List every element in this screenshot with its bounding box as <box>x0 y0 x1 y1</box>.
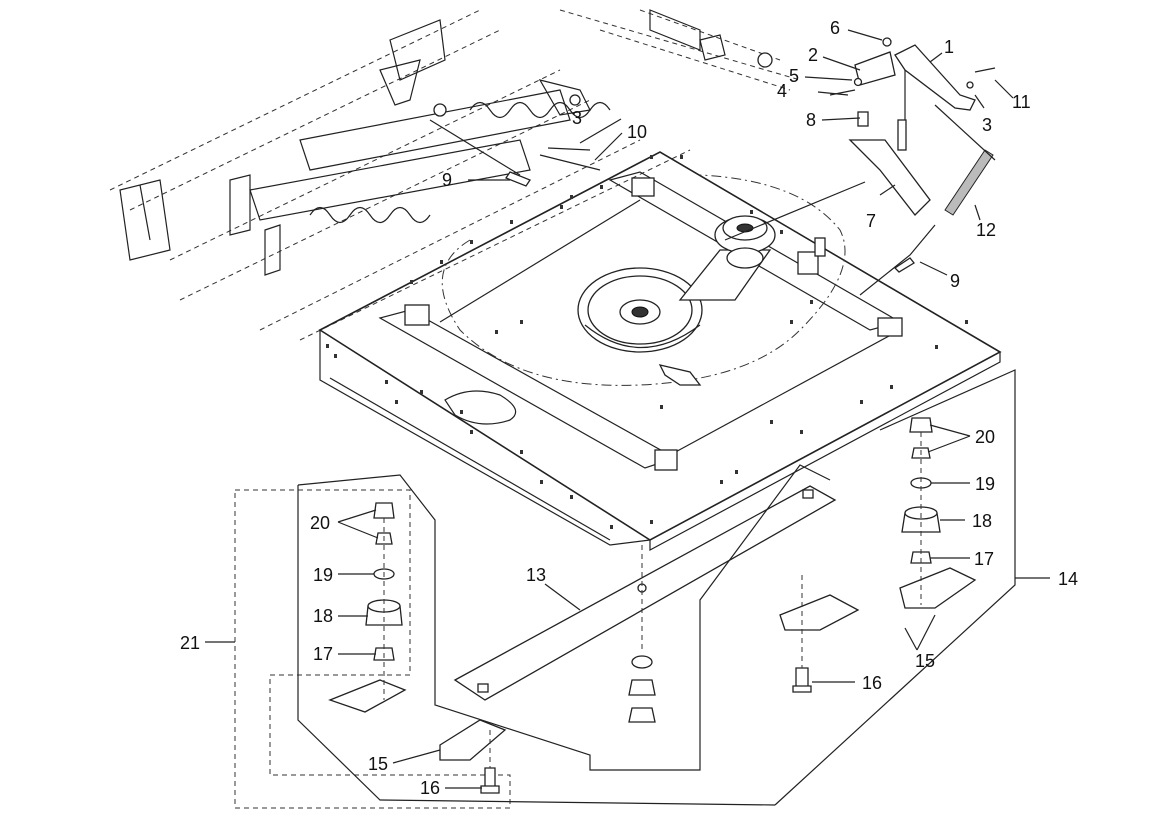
callout-12: 12 <box>976 220 996 240</box>
callout-20b: 20 <box>975 427 995 447</box>
callout-18a: 18 <box>313 606 333 626</box>
callout-leaders <box>205 29 1050 789</box>
callout-3b: 3 <box>982 115 992 135</box>
idler-lever-parts <box>724 37 996 241</box>
callout-9b: 9 <box>950 271 960 291</box>
callout-labels: 1 2 3 3 4 5 6 7 8 9 9 10 11 12 13 14 15 … <box>180 18 1078 798</box>
callout-18b: 18 <box>972 511 992 531</box>
callout-6: 6 <box>830 18 840 38</box>
left-mount-group <box>234 464 831 809</box>
frame-outline <box>109 9 801 341</box>
control-cables <box>429 119 936 296</box>
callout-15a: 15 <box>368 754 388 774</box>
callout-4: 4 <box>777 81 787 101</box>
callout-1: 1 <box>944 37 954 57</box>
callout-17b: 17 <box>974 549 994 569</box>
callout-19b: 19 <box>975 474 995 494</box>
callout-7: 7 <box>866 211 876 231</box>
callout-19a: 19 <box>313 565 333 585</box>
callout-17a: 17 <box>313 644 333 664</box>
callout-10: 10 <box>627 122 647 142</box>
callout-15b: 15 <box>915 651 935 671</box>
callout-8: 8 <box>806 110 816 130</box>
blade-bar <box>453 485 837 701</box>
callout-16b: 16 <box>862 673 882 693</box>
callout-11: 11 <box>1012 92 1031 112</box>
callout-14: 14 <box>1058 569 1078 589</box>
drive-pulley-assembly <box>577 215 826 386</box>
mower-deck-plate <box>318 151 1002 552</box>
callout-3a: 3 <box>572 108 582 128</box>
callout-9a: 9 <box>442 170 452 190</box>
center-hardware <box>628 655 656 723</box>
callout-16a: 16 <box>420 778 440 798</box>
callout-21: 21 <box>180 633 200 653</box>
callout-20a: 20 <box>310 513 330 533</box>
callout-2: 2 <box>808 45 818 65</box>
deck-rivets <box>326 155 968 529</box>
callout-13: 13 <box>526 565 546 585</box>
right-mount-group <box>774 369 1016 806</box>
callout-5: 5 <box>789 66 799 86</box>
